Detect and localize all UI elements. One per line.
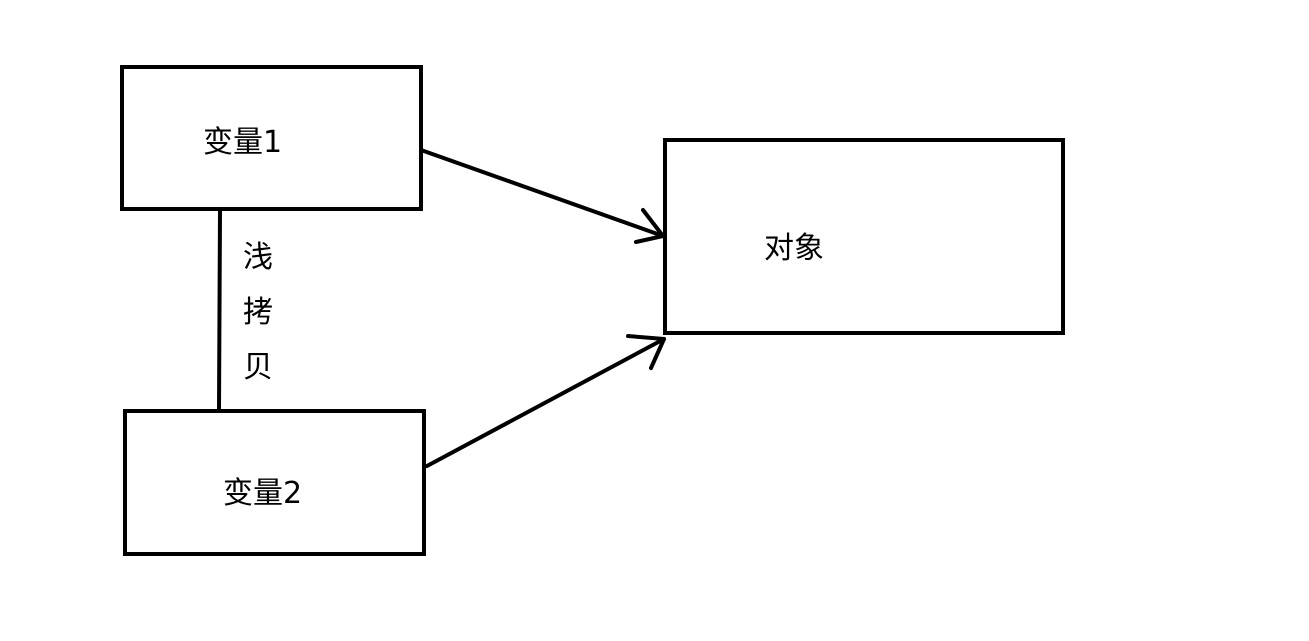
variable-1-label: 变量1: [203, 125, 282, 160]
shallow-copy-char-3: 贝: [243, 350, 273, 385]
shallow-copy-char-1: 浅: [243, 240, 273, 275]
arrow-var2-shaft: [425, 337, 666, 468]
arrow-var1-to-object: [419, 148, 665, 244]
arrow-var2-to-object: [425, 334, 666, 468]
variable-1-node: 变量1: [120, 65, 423, 211]
object-label: 对象: [764, 231, 824, 266]
arrow-var1-head: [634, 208, 665, 244]
shallow-copy-line: [217, 209, 222, 411]
shallow-copy-link: 浅 拷 贝: [217, 209, 273, 411]
arrow-var1-shaft: [419, 148, 665, 238]
variable-1-box: [120, 65, 423, 211]
object-node: 对象: [663, 138, 1065, 335]
object-box: [663, 138, 1065, 335]
variable-2-node: 变量2: [123, 409, 426, 556]
variable-2-box: [123, 409, 426, 556]
shallow-copy-char-2: 拷: [243, 295, 273, 330]
variable-2-label: 变量2: [223, 476, 302, 511]
arrow-var2-head: [626, 334, 666, 370]
